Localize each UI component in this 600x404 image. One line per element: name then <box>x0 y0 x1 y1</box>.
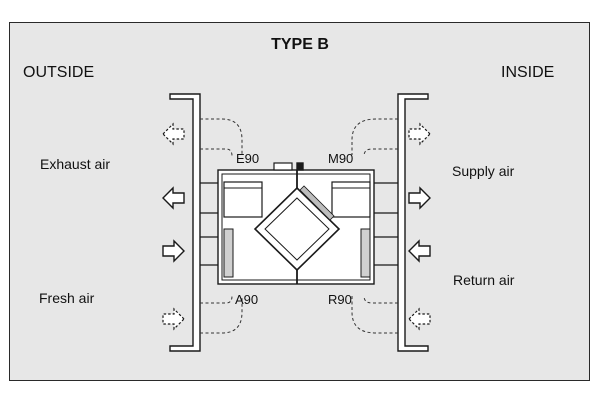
heat-recovery-unit <box>217 162 375 285</box>
port-label-a90: A90 <box>235 292 259 307</box>
inside-wall <box>397 93 429 352</box>
alternative-duct-routes <box>200 118 398 334</box>
supply-air-arrow <box>408 186 431 210</box>
supply-air-label: Supply air <box>452 163 515 179</box>
exhaust-air-label: Exhaust air <box>40 156 111 172</box>
port-label-r90: R90 <box>328 292 352 307</box>
fresh-air-arrow <box>162 239 185 263</box>
port-label-e90: E90 <box>236 151 260 166</box>
exhaust-air-arrow <box>162 186 185 210</box>
outside-wall <box>169 93 201 352</box>
diagram-title: TYPE B <box>271 36 329 53</box>
return-air-arrow <box>408 239 431 263</box>
fresh-air-label: Fresh air <box>39 290 95 306</box>
inside-label: INSIDE <box>501 64 555 81</box>
port-label-m90: M90 <box>328 151 354 166</box>
outside-label: OUTSIDE <box>23 64 95 81</box>
return-air-label: Return air <box>453 272 515 288</box>
alternative-airflow-arrows <box>162 122 431 331</box>
